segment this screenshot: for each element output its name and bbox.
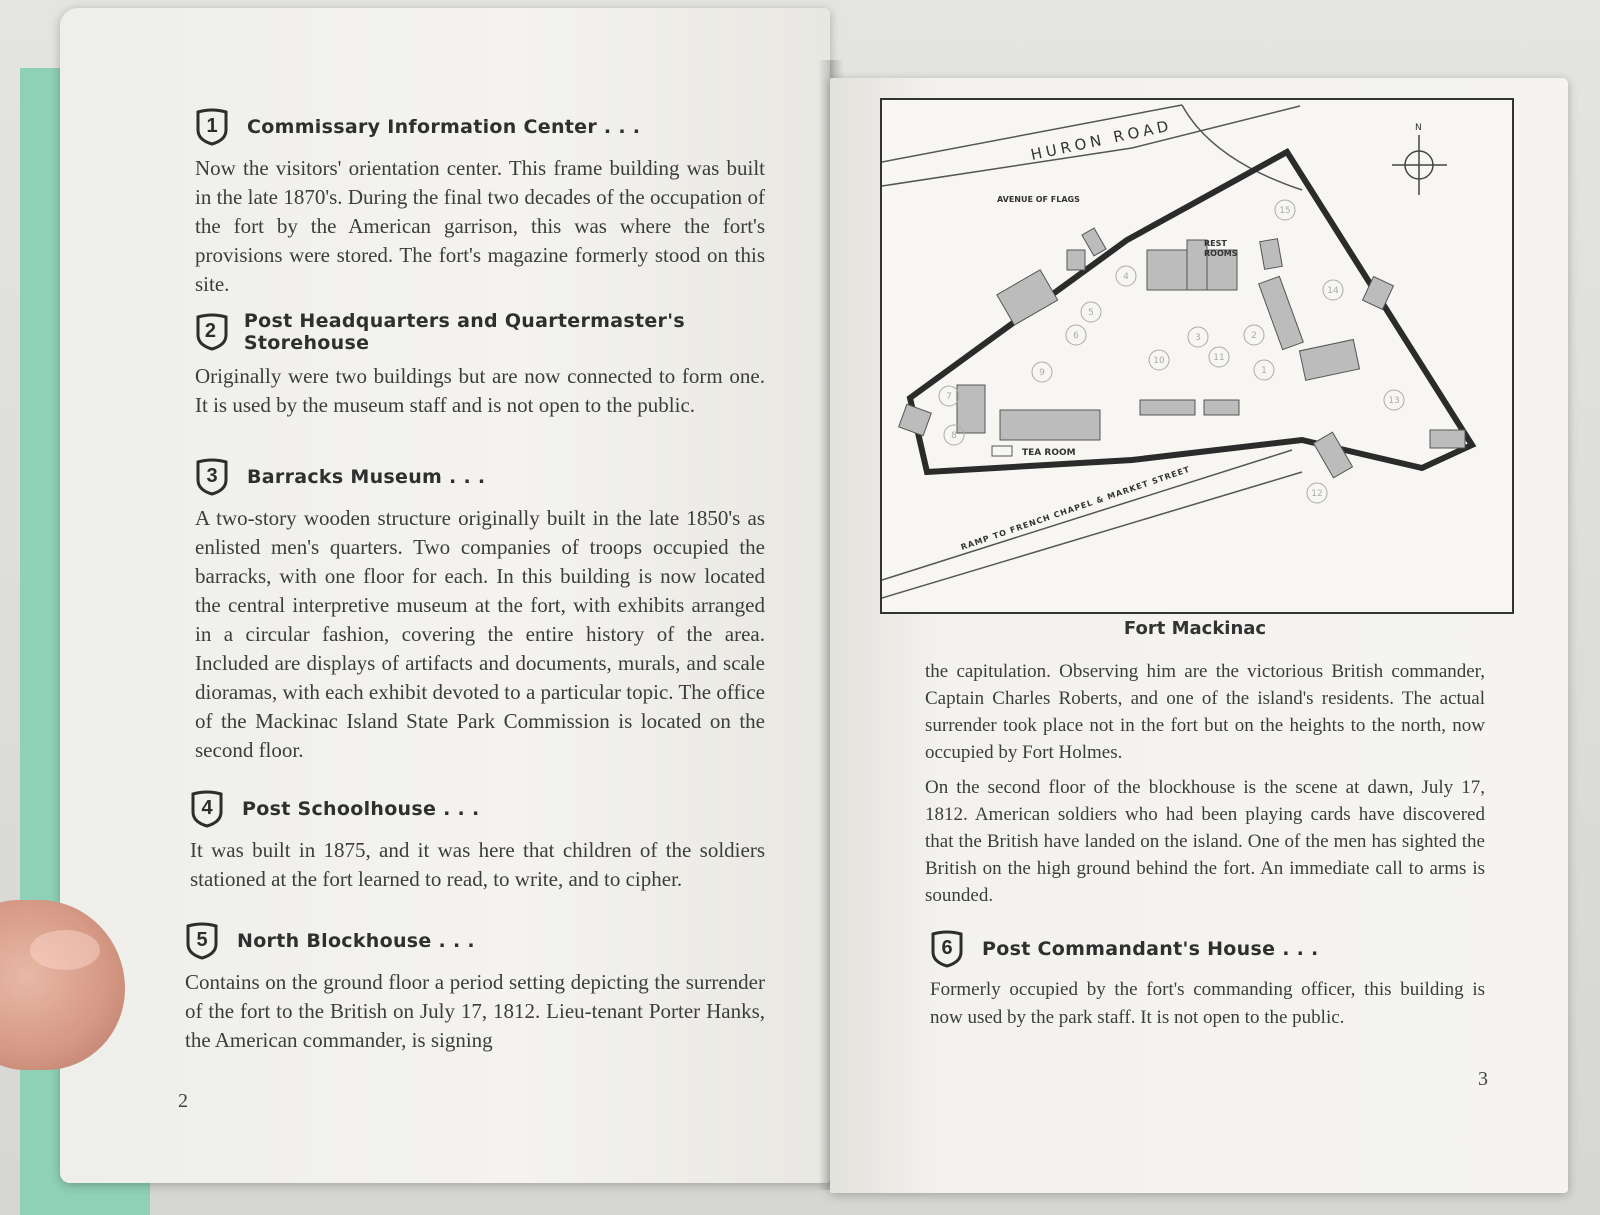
- section-body: It was built in 1875, and it was here th…: [190, 838, 765, 891]
- rest-rooms-label-2: ROOMS: [1204, 249, 1238, 258]
- map-marker: 14: [1327, 286, 1339, 296]
- section-post-commandants-house: 6 Post Commandant's House . . . Formerly…: [930, 930, 1485, 1032]
- ramp-label: RAMP TO FRENCH CHAPEL & MARKET STREET: [960, 465, 1192, 552]
- shield-number-icon: 1: [195, 108, 229, 146]
- map-marker: 12: [1311, 489, 1322, 499]
- map-marker: 8: [951, 431, 957, 441]
- tea-room-label: TEA ROOM: [1022, 448, 1076, 458]
- continued-text: the capitulation. Observing him are the …: [925, 658, 1485, 909]
- section-body: Originally were two buildings but are no…: [195, 364, 765, 417]
- shield-number-icon: 5: [185, 922, 219, 960]
- section-commissary: 1 Commissary Information Center . . . No…: [195, 108, 765, 299]
- paragraph: the capitulation. Observing him are the …: [925, 661, 1485, 763]
- shield-number-icon: 2: [195, 313, 228, 351]
- avenue-of-flags-label: AVENUE OF FLAGS: [997, 195, 1080, 204]
- map-marker: 15: [1279, 206, 1290, 216]
- section-post-schoolhouse: 4 Post Schoolhouse . . . It was built in…: [190, 790, 765, 894]
- paragraph: On the second floor of the blockhouse is…: [925, 777, 1485, 906]
- page-number-right: 3: [1478, 1068, 1488, 1090]
- left-page: [60, 8, 830, 1183]
- map-markers: 1 2 3 4 5 6 7 8 9 10 11 12 13 14 15: [938, 199, 1405, 504]
- map-marker: 5: [1088, 308, 1094, 318]
- map-marker: 10: [1153, 356, 1165, 366]
- fort-map-drawing: HURON ROAD AVENUE OF FLAGS TEA ROOM REST…: [881, 104, 1477, 599]
- thumbnail: [30, 930, 100, 970]
- map-marker: 6: [1073, 331, 1079, 341]
- section-heading: Post Headquarters and Quartermaster's St…: [243, 310, 685, 354]
- section-heading: Barracks Museum . . .: [247, 466, 486, 488]
- huron-road-label: HURON ROAD: [1029, 116, 1174, 164]
- map-marker: 7: [946, 392, 952, 402]
- shield-number-icon: 4: [190, 790, 224, 828]
- map-marker: 11: [1213, 353, 1224, 363]
- section-body: A two-story wooden structure originally …: [195, 506, 765, 762]
- map-marker: 2: [1251, 331, 1257, 341]
- map-marker: 4: [1123, 272, 1129, 282]
- section-post-headquarters: 2 Post Headquarters and Quartermaster's …: [195, 310, 765, 420]
- map-marker: 1: [1261, 366, 1267, 376]
- north-label: N: [1415, 123, 1422, 133]
- shield-number-icon: 3: [195, 458, 229, 496]
- rest-rooms-label-1: REST: [1204, 239, 1227, 248]
- page-number-left: 2: [178, 1090, 188, 1112]
- section-body: Contains on the ground floor a period se…: [185, 970, 765, 1052]
- section-body: Now the visitors' orientation center. Th…: [195, 156, 765, 296]
- map-marker: 9: [1039, 368, 1045, 378]
- map-marker: 13: [1388, 396, 1399, 406]
- map-caption: Fort Mackinac: [1123, 618, 1267, 639]
- fort-map: HURON ROAD AVENUE OF FLAGS TEA ROOM REST…: [880, 98, 1514, 614]
- section-heading: North Blockhouse . . .: [237, 930, 475, 952]
- section-body: Formerly occupied by the fort's commandi…: [930, 979, 1485, 1028]
- section-barracks-museum: 3 Barracks Museum . . . A two-story wood…: [195, 458, 765, 765]
- shield-number-icon: 6: [930, 930, 964, 968]
- section-heading: Commissary Information Center . . .: [247, 116, 641, 138]
- section-heading: Post Commandant's House . . .: [982, 938, 1319, 960]
- section-north-blockhouse: 5 North Blockhouse . . . Contains on the…: [185, 922, 765, 1055]
- section-heading: Post Schoolhouse . . .: [242, 798, 480, 820]
- map-marker: 3: [1195, 333, 1201, 343]
